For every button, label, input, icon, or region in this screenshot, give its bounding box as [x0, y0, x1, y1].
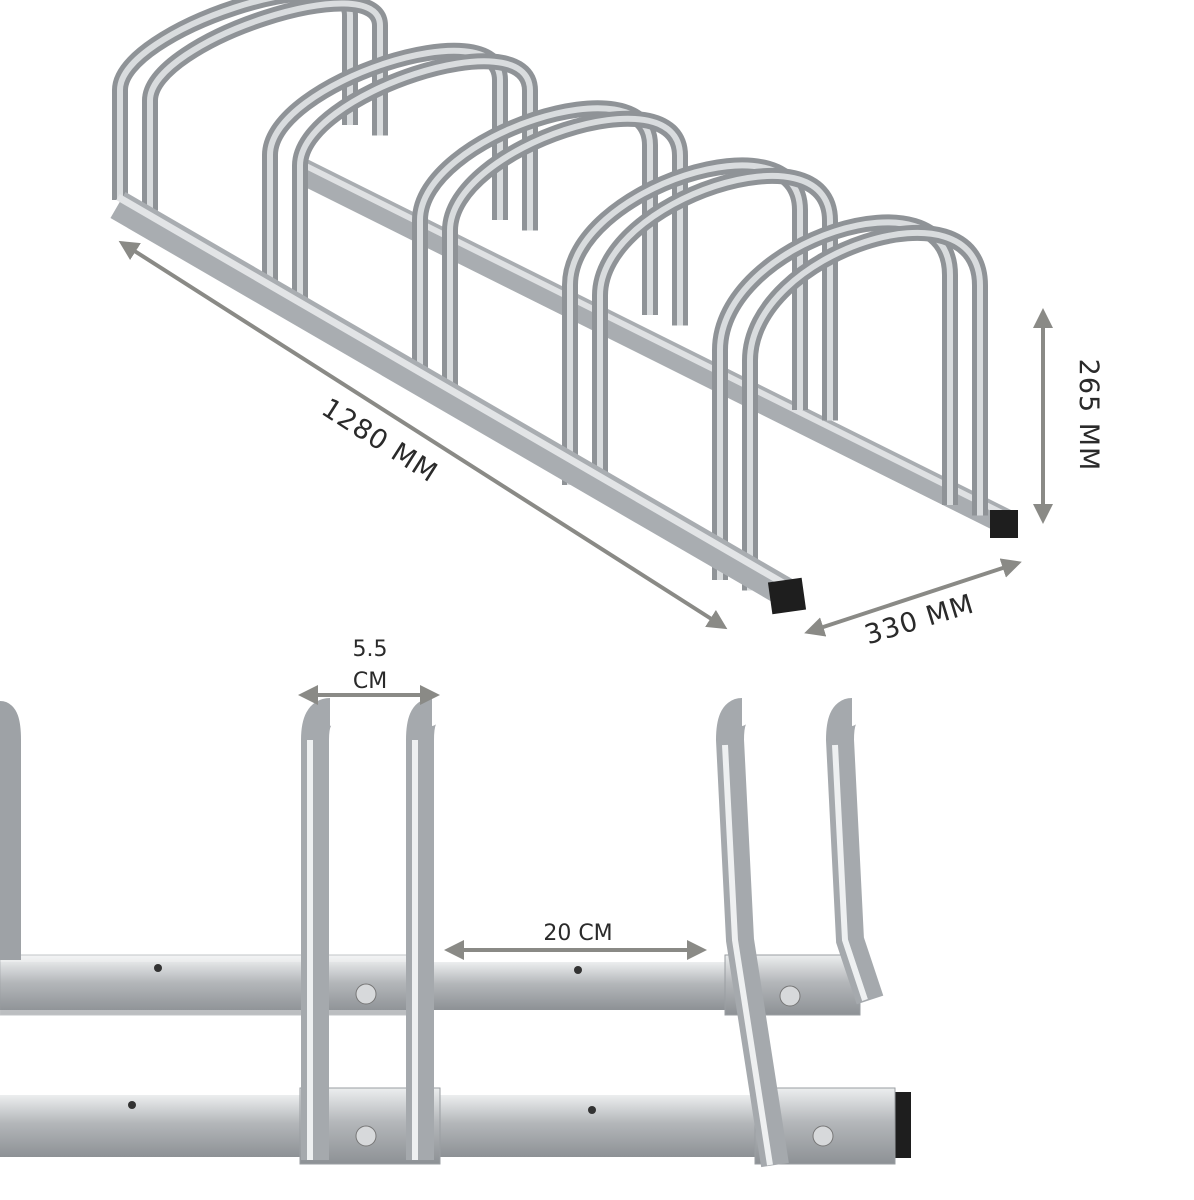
- width-dimension: 330 MM: [804, 558, 1022, 652]
- rail-hole: [588, 1106, 596, 1114]
- lower-rail-end-cap: [893, 1092, 911, 1158]
- bolt-icon: [355, 983, 377, 1005]
- hoop: [747, 230, 983, 591]
- rail-end-cap: [990, 510, 1018, 538]
- rail-end-cap: [767, 577, 807, 615]
- hoop: [717, 219, 953, 580]
- lower-rail: [0, 1095, 895, 1157]
- height-dimension: 265 MM: [1033, 308, 1104, 524]
- tube-gap-value: 5.5: [353, 637, 388, 662]
- tube-gap-dimension: 5.5 CM: [298, 637, 440, 705]
- hoop-tube: [406, 698, 437, 1160]
- hoop-tubes: [0, 698, 884, 1168]
- hoop-tube: [0, 701, 21, 960]
- rail-hole: [128, 1101, 136, 1109]
- rack-closeup-view: [0, 698, 911, 1168]
- hoop-tube: [715, 698, 789, 1168]
- bolt-icon: [779, 985, 801, 1007]
- rail-hole: [574, 966, 582, 974]
- height-label: 265 MM: [1073, 359, 1104, 472]
- tube-gap-unit: CM: [353, 669, 387, 694]
- bolt-icon: [355, 1125, 377, 1147]
- rail-sleeve: [0, 954, 421, 1016]
- rack-perspective-view: [110, 0, 1018, 615]
- hoop: [297, 58, 533, 306]
- hoop: [447, 115, 683, 401]
- width-label: 330 MM: [861, 589, 978, 652]
- rail-hole: [154, 964, 162, 972]
- slot-spacing-dimension: 20 CM: [444, 921, 707, 960]
- hoop-tube: [301, 698, 333, 1160]
- bolt-icon: [812, 1125, 834, 1147]
- hoops-group: [112, 0, 988, 591]
- hoop-tube: [825, 698, 884, 1005]
- slot-spacing-label: 20 CM: [543, 921, 612, 946]
- hoop: [147, 0, 383, 211]
